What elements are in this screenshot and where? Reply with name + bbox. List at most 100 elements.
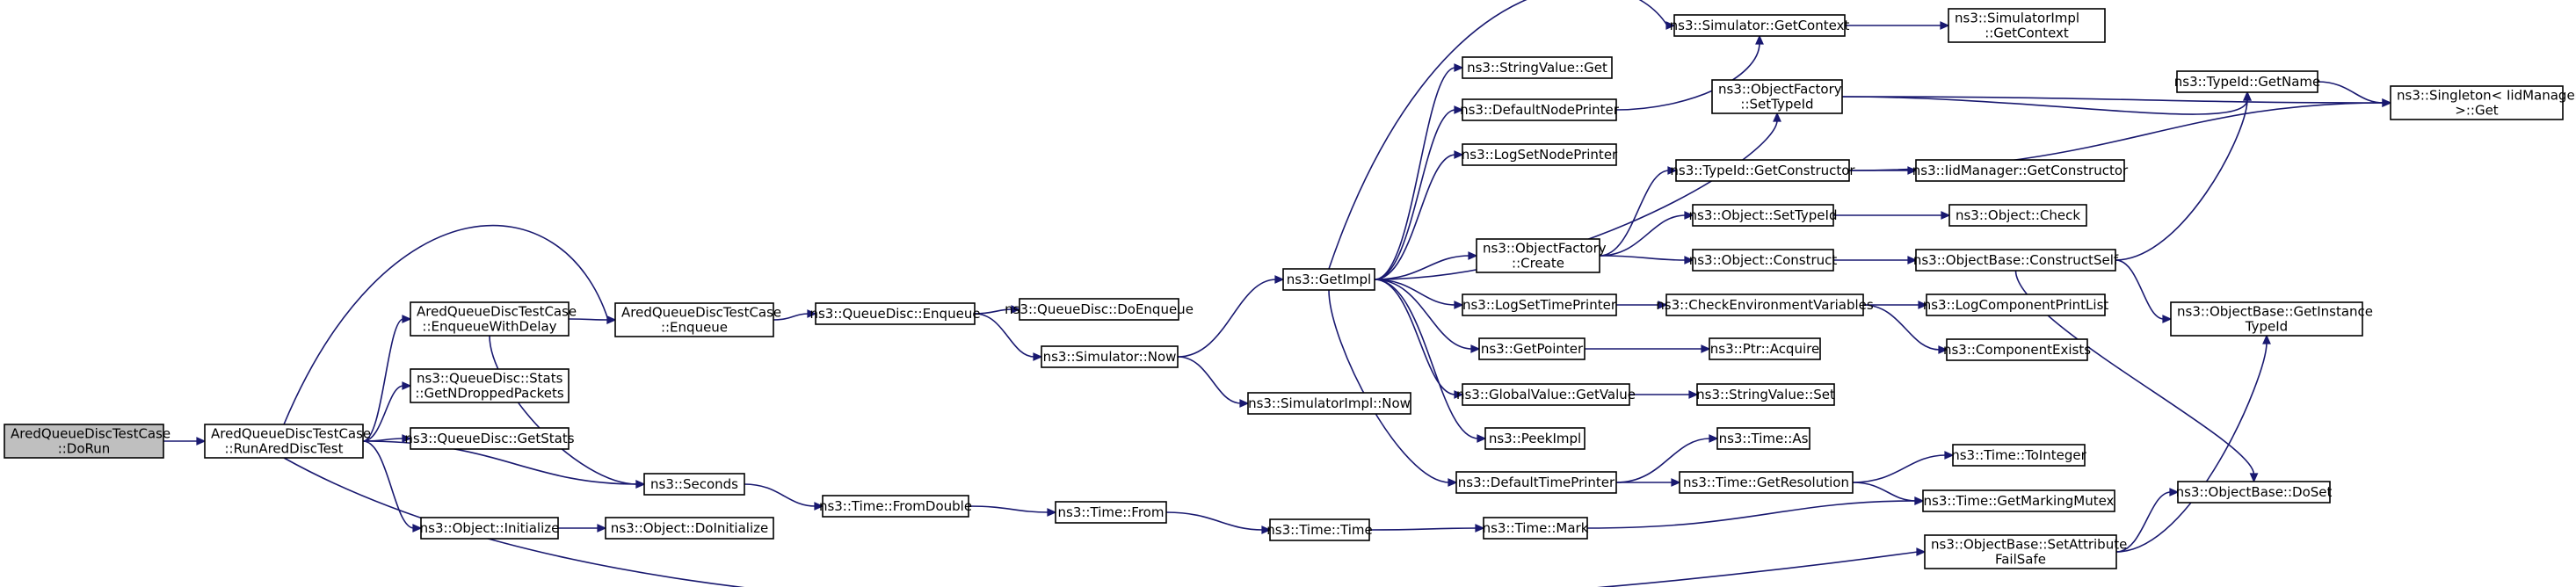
edge-n37-n49 bbox=[2115, 488, 2180, 553]
node-box bbox=[614, 302, 774, 337]
graph-node-n36[interactable]: ns3::Time::GetResolution bbox=[1679, 471, 1854, 494]
node-box bbox=[4, 424, 164, 459]
graph-node-n8[interactable]: ns3::Object::DoInitialize bbox=[605, 517, 774, 540]
arrowhead bbox=[1755, 34, 1764, 45]
graph-node-n13[interactable]: ns3::Time::From bbox=[1055, 501, 1167, 524]
node-label: ns3::ComponentExists bbox=[1943, 342, 2091, 358]
node-label: ns3::DefaultNodePrinter bbox=[1460, 102, 1620, 118]
graph-node-n43[interactable]: ns3::LogComponentPrintList bbox=[1923, 294, 2109, 316]
graph-node-n34[interactable]: ns3::StringValue::Set bbox=[1696, 383, 1835, 406]
node-label: ::Enqueue bbox=[661, 320, 728, 336]
graph-node-n33[interactable]: ns3::Ptr::Acquire bbox=[1709, 337, 1821, 360]
graph-node-n6[interactable]: AredQueueDiscTestCase::Enqueue bbox=[614, 302, 781, 337]
graph-node-n32[interactable]: ns3::CheckEnvironmentVariables bbox=[1656, 294, 1874, 316]
node-box bbox=[410, 368, 570, 403]
graph-node-n26[interactable]: ns3::Time::Mark bbox=[1483, 517, 1589, 540]
node-box bbox=[1055, 501, 1167, 524]
graph-node-n41[interactable]: ns3::Object::Check bbox=[1948, 204, 2087, 227]
edge-n14-n27 bbox=[1328, 0, 1676, 270]
graph-node-n14[interactable]: ns3::GetImpl bbox=[1282, 268, 1375, 291]
node-label: ns3::ObjectBase::DoSet bbox=[2176, 484, 2333, 500]
arrowhead bbox=[1941, 211, 1951, 220]
graph-node-n4[interactable]: ns3::QueueDisc::GetStats bbox=[404, 427, 575, 450]
graph-node-n21[interactable]: ns3::LogSetTimePrinter bbox=[1462, 294, 1617, 316]
graph-node-n40[interactable]: ns3::IidManager::GetConstructor bbox=[1912, 159, 2129, 182]
graph-node-n42[interactable]: ns3::ObjectBase::ConstructSelf bbox=[1913, 249, 2119, 272]
node-box bbox=[1247, 392, 1411, 415]
graph-node-n3[interactable]: ns3::QueueDisc::Stats::GetNDroppedPacket… bbox=[410, 368, 570, 403]
graph-node-n35[interactable]: ns3::Time::As bbox=[1716, 427, 1810, 450]
node-box bbox=[1041, 345, 1179, 368]
graph-node-n19[interactable]: ns3::LogSetNodePrinter bbox=[1462, 143, 1618, 166]
node-box bbox=[1462, 383, 1630, 406]
graph-node-n28[interactable]: ns3::ObjectFactory::SetTypeId bbox=[1711, 79, 1843, 114]
graph-node-n44[interactable]: ns3::ComponentExists bbox=[1943, 338, 2091, 361]
node-box bbox=[1709, 337, 1821, 360]
arrowhead bbox=[1454, 150, 1464, 159]
arrowhead bbox=[1658, 301, 1668, 309]
node-label: ns3::Time::ToInteger bbox=[1951, 447, 2086, 463]
arrowhead bbox=[1274, 275, 1285, 284]
edge-n25-n36 bbox=[1616, 478, 1681, 487]
edge-n37-n48 bbox=[2115, 334, 2271, 553]
graph-node-n18[interactable]: ns3::DefaultNodePrinter bbox=[1460, 98, 1620, 121]
node-label: AredQueueDiscTestCase bbox=[621, 305, 781, 321]
node-box bbox=[1946, 338, 2088, 361]
edge-n1-n2 bbox=[362, 315, 412, 442]
graph-node-n24[interactable]: ns3::PeekImpl bbox=[1484, 427, 1586, 450]
arrowhead bbox=[1047, 508, 1057, 517]
edge-n42-n48 bbox=[2115, 259, 2173, 323]
node-box bbox=[410, 427, 570, 450]
arrowhead bbox=[1940, 21, 1950, 30]
node-box bbox=[1476, 238, 1600, 273]
graph-node-n17[interactable]: ns3::StringValue::Get bbox=[1462, 56, 1613, 79]
graph-node-n29[interactable]: ns3::TypeId::GetConstructor bbox=[1670, 159, 1855, 182]
graph-node-n16[interactable]: ns3::Time::Time bbox=[1266, 518, 1373, 541]
graph-node-n9[interactable]: ns3::QueueDisc::Enqueue bbox=[809, 302, 981, 325]
node-box bbox=[2390, 85, 2564, 120]
graph-node-n30[interactable]: ns3::Object::SetTypeId bbox=[1689, 204, 1838, 227]
graph-node-n38[interactable]: ns3::SimulatorImpl::GetContext bbox=[1948, 8, 2106, 43]
arrowhead bbox=[402, 434, 412, 443]
edge-n12-n15 bbox=[1177, 356, 1250, 408]
graph-node-n49[interactable]: ns3::ObjectBase::DoSet bbox=[2176, 481, 2333, 504]
graph-node-n12[interactable]: ns3::Simulator::Now bbox=[1041, 345, 1179, 368]
graph-node-n20[interactable]: ns3::ObjectFactory::Create bbox=[1476, 238, 1607, 273]
arrowhead bbox=[597, 524, 607, 533]
node-label: ns3::Time::Mark bbox=[1483, 520, 1589, 536]
arrowhead bbox=[1454, 63, 1464, 72]
node-label: ns3::SimulatorImpl::Now bbox=[1248, 395, 1411, 411]
node-label: AredQueueDiscTestCase bbox=[11, 426, 171, 442]
graph-node-n31[interactable]: ns3::Object::Construct bbox=[1689, 249, 1838, 272]
node-label: ns3::PeekImpl bbox=[1489, 431, 1581, 446]
node-box bbox=[2177, 481, 2331, 504]
graph-node-n45[interactable]: ns3::Time::ToInteger bbox=[1951, 444, 2087, 467]
edge-n42-n39 bbox=[2115, 91, 2252, 261]
graph-node-n2[interactable]: AredQueueDiscTestCase::EnqueueWithDelay bbox=[410, 301, 577, 337]
node-label: ns3::GlobalValue::GetValue bbox=[1456, 387, 1636, 402]
graph-node-n7[interactable]: ns3::Seconds bbox=[643, 473, 745, 496]
graph-node-n27[interactable]: ns3::Simulator::GetContext bbox=[1670, 14, 1850, 37]
node-label: ns3::IidManager::GetConstructor bbox=[1912, 163, 2129, 178]
node-box bbox=[1948, 8, 2106, 43]
node-box bbox=[2176, 70, 2318, 93]
edge-n2-n6 bbox=[568, 315, 617, 324]
graph-node-n5[interactable]: ns3::Object::Initialize bbox=[420, 517, 560, 540]
graph-node-n25[interactable]: ns3::DefaultTimePrinter bbox=[1455, 471, 1617, 494]
edge-n1-n5 bbox=[362, 440, 423, 533]
graph-node-n1[interactable]: AredQueueDiscTestCase::RunAredDiscTest bbox=[204, 424, 371, 459]
graph-node-n47[interactable]: ns3::Singleton< IidManager >::Get bbox=[2390, 85, 2576, 120]
graph-node-n11[interactable]: ns3::QueueDisc::DoEnqueue bbox=[1005, 298, 1194, 321]
edge-n22-n33 bbox=[1585, 344, 1711, 353]
graph-node-n39[interactable]: ns3::TypeId::GetName bbox=[2174, 70, 2320, 93]
graph-node-n23[interactable]: ns3::GlobalValue::GetValue bbox=[1456, 383, 1636, 406]
graph-node-n22[interactable]: ns3::GetPointer bbox=[1478, 337, 1586, 360]
edge-n1-n3 bbox=[362, 381, 412, 442]
graph-node-n15[interactable]: ns3::SimulatorImpl::Now bbox=[1247, 392, 1411, 415]
graph-node-n46[interactable]: ns3::Time::GetMarkingMutex bbox=[1922, 489, 2115, 512]
arrowhead bbox=[1773, 112, 1781, 122]
node-box bbox=[1716, 427, 1810, 450]
graph-node-n10[interactable]: ns3::Time::FromDouble bbox=[819, 495, 972, 518]
